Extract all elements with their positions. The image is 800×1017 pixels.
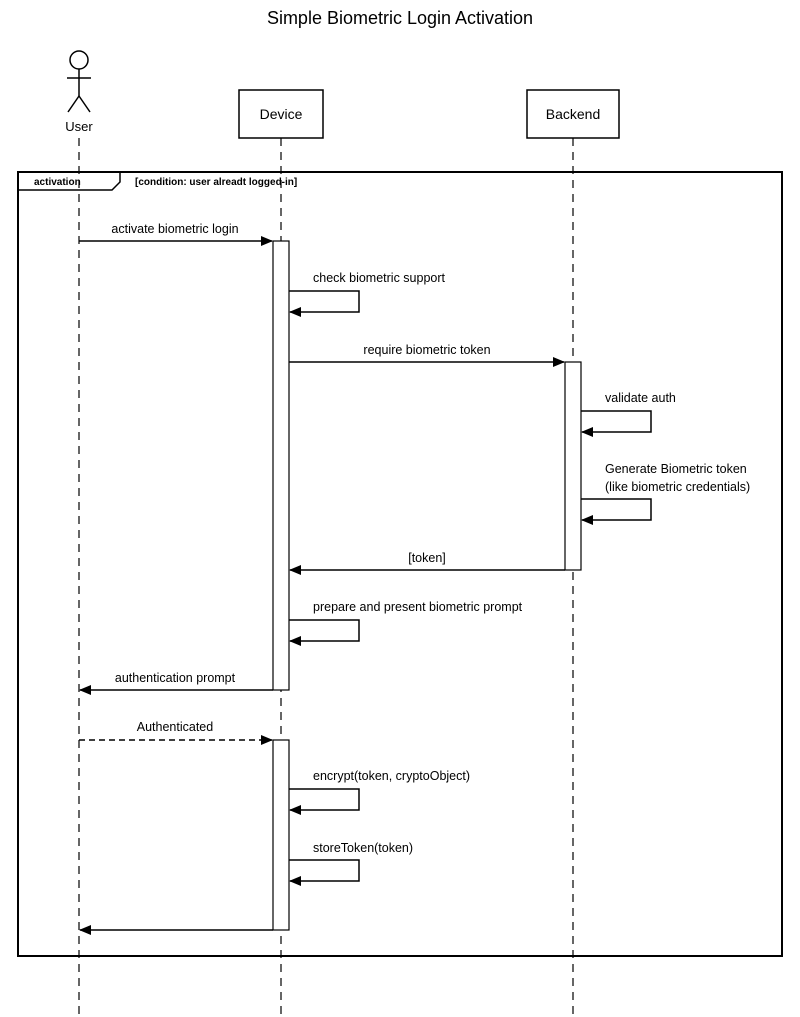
backend-participant-label: Backend [546,106,600,122]
frame-condition-label: [condition: user alreadt logged-in] [135,177,297,188]
message-label-authenticated: Authenticated [137,720,213,734]
message-label-check-support: check biometric support [313,271,446,285]
actor-label: User [65,119,93,134]
actor-right-leg [78,95,91,113]
frame-tag-label: activation [34,177,81,188]
message-arrow-prepare-prompt [289,619,360,646]
message-arrow-encrypt [289,788,360,815]
message-arrow-validate-auth [581,410,652,437]
activation-frame [17,171,783,957]
message-arrow-store-token [289,859,360,886]
message-label-generate-token-line2: (like biometric credentials) [605,480,750,494]
device-activation-1 [272,240,290,691]
device-participant-label: Device [260,106,303,122]
message-label-generate-token-line1: Generate Biometric token [605,462,747,476]
message-label-token: [token] [408,551,446,565]
message-label-auth-prompt: authentication prompt [115,671,236,685]
message-label-prepare-prompt: prepare and present biometric prompt [313,600,523,614]
message-label-encrypt: encrypt(token, cryptoObject) [313,769,470,783]
backend-participant-box [526,89,620,139]
actor-head [69,50,89,70]
actor-left-leg [67,95,80,113]
message-label-activate-biometric: activate biometric login [111,222,238,236]
device-activation-2 [272,739,290,931]
message-label-store-token: storeToken(token) [313,841,413,855]
frame-tag-pentagon [18,172,121,191]
diagram-title: Simple Biometric Login Activation [267,8,533,28]
message-label-validate-auth: validate auth [605,391,676,405]
message-arrow-generate-token [581,498,652,525]
device-participant-box [238,89,324,139]
backend-activation [564,361,582,571]
message-arrow-check-support [289,290,360,317]
message-label-require-token: require biometric token [363,343,490,357]
user-actor: User [65,50,93,134]
